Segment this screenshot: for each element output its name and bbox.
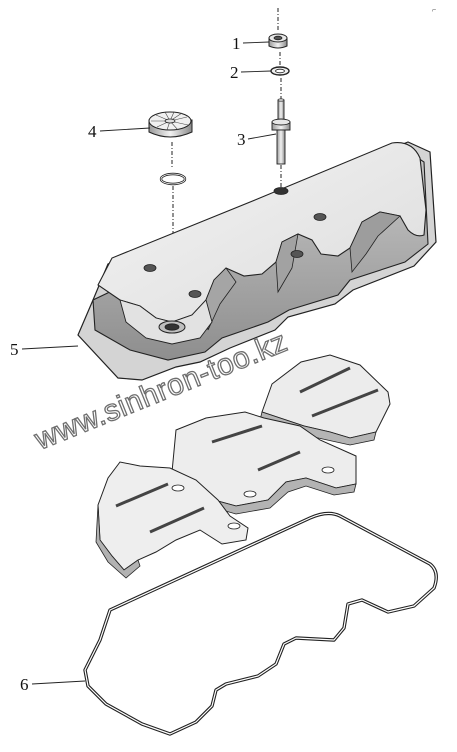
- svg-text:1: 1: [232, 34, 241, 53]
- nut-part: [268, 8, 288, 49]
- corner-mark: ⌐: [432, 7, 436, 14]
- valve-cover-part: [77, 141, 437, 381]
- svg-text:4: 4: [88, 122, 97, 141]
- stud-part: [271, 78, 291, 187]
- oil-filler-cap-part: [148, 111, 193, 320]
- svg-text:6: 6: [20, 675, 29, 694]
- washer-part: [270, 52, 290, 76]
- callout-5: 5: [10, 340, 79, 359]
- callout-1: 1: [232, 34, 270, 53]
- svg-text:5: 5: [10, 340, 19, 359]
- callout-3: 3: [237, 130, 277, 149]
- gasket-part: [83, 511, 438, 736]
- callout-4: 4: [88, 122, 151, 141]
- callout-6: 6: [20, 675, 86, 694]
- svg-text:2: 2: [230, 63, 239, 82]
- callout-2: 2: [230, 63, 272, 82]
- svg-text:3: 3: [237, 130, 246, 149]
- baffle-plate-lower: [95, 461, 249, 579]
